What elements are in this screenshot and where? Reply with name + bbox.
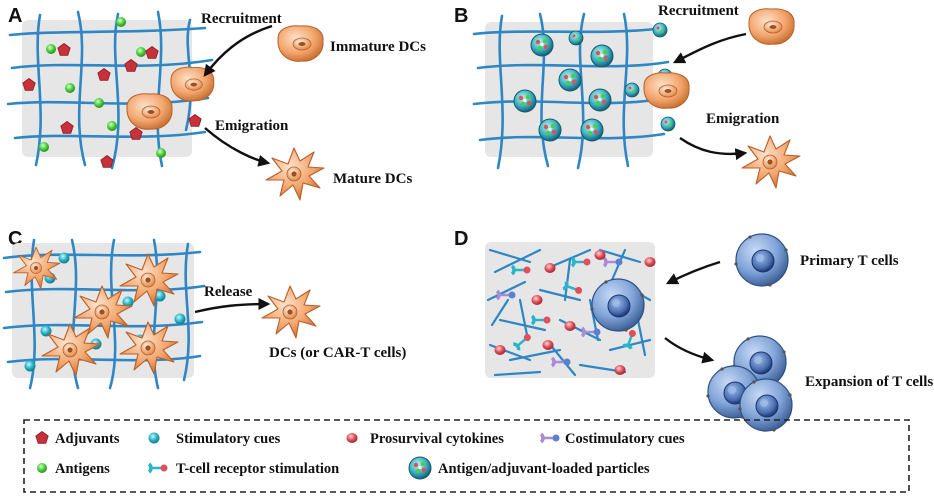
expansion-arrow-d: [664, 337, 715, 364]
recruitment-label-b: Recruitment: [658, 3, 739, 19]
dc-in-scaffold-b: [643, 72, 690, 109]
emigration-label-a: Emigration: [215, 118, 289, 134]
immature-dc-a: [277, 25, 324, 62]
release-label: Release: [204, 284, 253, 300]
recruitment-arrow-d: [665, 260, 721, 285]
legend: Adjuvants Stimulatory cues Prosurvival c…: [23, 419, 910, 493]
panel-c: C Release DCs (or CAR-T cell: [2, 228, 406, 390]
costimulatory-cue-icon: [539, 432, 562, 444]
legend-box: [23, 419, 910, 493]
expansion-label: Expansion of T cells: [805, 374, 933, 390]
mature-dc-a: [265, 147, 325, 201]
recruitment-arrow-b: [672, 32, 747, 64]
prosurvival-cytokine-icon: [346, 433, 358, 443]
release-arrow: [194, 298, 271, 314]
mature-dcs-label: Mature DCs: [333, 171, 412, 187]
panel-b-label: B: [454, 5, 468, 27]
legend-stimulatory: Stimulatory cues: [176, 431, 281, 447]
adjuvant-icon: [35, 431, 49, 444]
panel-a: A Recruitment: [6, 5, 426, 201]
legend-particles: Antigen/adjuvant-loaded particles: [438, 461, 650, 477]
scaffold-d: [485, 242, 655, 378]
panel-b: B Recruitment Emigration: [454, 3, 801, 189]
immature-dcs-label: Immature DCs: [330, 39, 426, 55]
mature-dc-b: [741, 135, 801, 189]
stimulatory-cue-icon: [148, 432, 160, 444]
loaded-particle-icon: [408, 456, 432, 480]
antigen-icon: [37, 463, 47, 473]
legend-prosurvival: Prosurvival cytokines: [370, 431, 504, 447]
legend-costimulatory: Costimulatory cues: [565, 431, 685, 447]
tcr-stimulation-icon: [147, 462, 170, 474]
fibers-b: [472, 12, 670, 170]
panel-d: D Primary T cells: [454, 228, 933, 433]
emigration-arrow-b: [679, 137, 748, 161]
emigration-label-b: Emigration: [706, 111, 780, 127]
emigration-arrow-a: [204, 127, 271, 167]
legend-tcr: T-cell receptor stimulation: [176, 461, 339, 477]
legend-antigens: Antigens: [55, 461, 110, 477]
recruitment-label-a: Recruitment: [201, 11, 282, 27]
legend-adjuvants: Adjuvants: [55, 431, 120, 447]
recruitment-arrow-a: [203, 24, 273, 77]
primary-t-cell: [733, 233, 789, 288]
released-dc-c: [261, 285, 321, 339]
immature-dc-b: [748, 8, 795, 45]
dcs-car-t-label: DCs (or CAR-T cells): [269, 345, 406, 361]
panel-d-label: D: [454, 228, 468, 250]
primary-t-cells-label: Primary T cells: [800, 253, 899, 269]
expanded-t-cells: [705, 335, 793, 433]
panel-a-label: A: [8, 5, 22, 27]
